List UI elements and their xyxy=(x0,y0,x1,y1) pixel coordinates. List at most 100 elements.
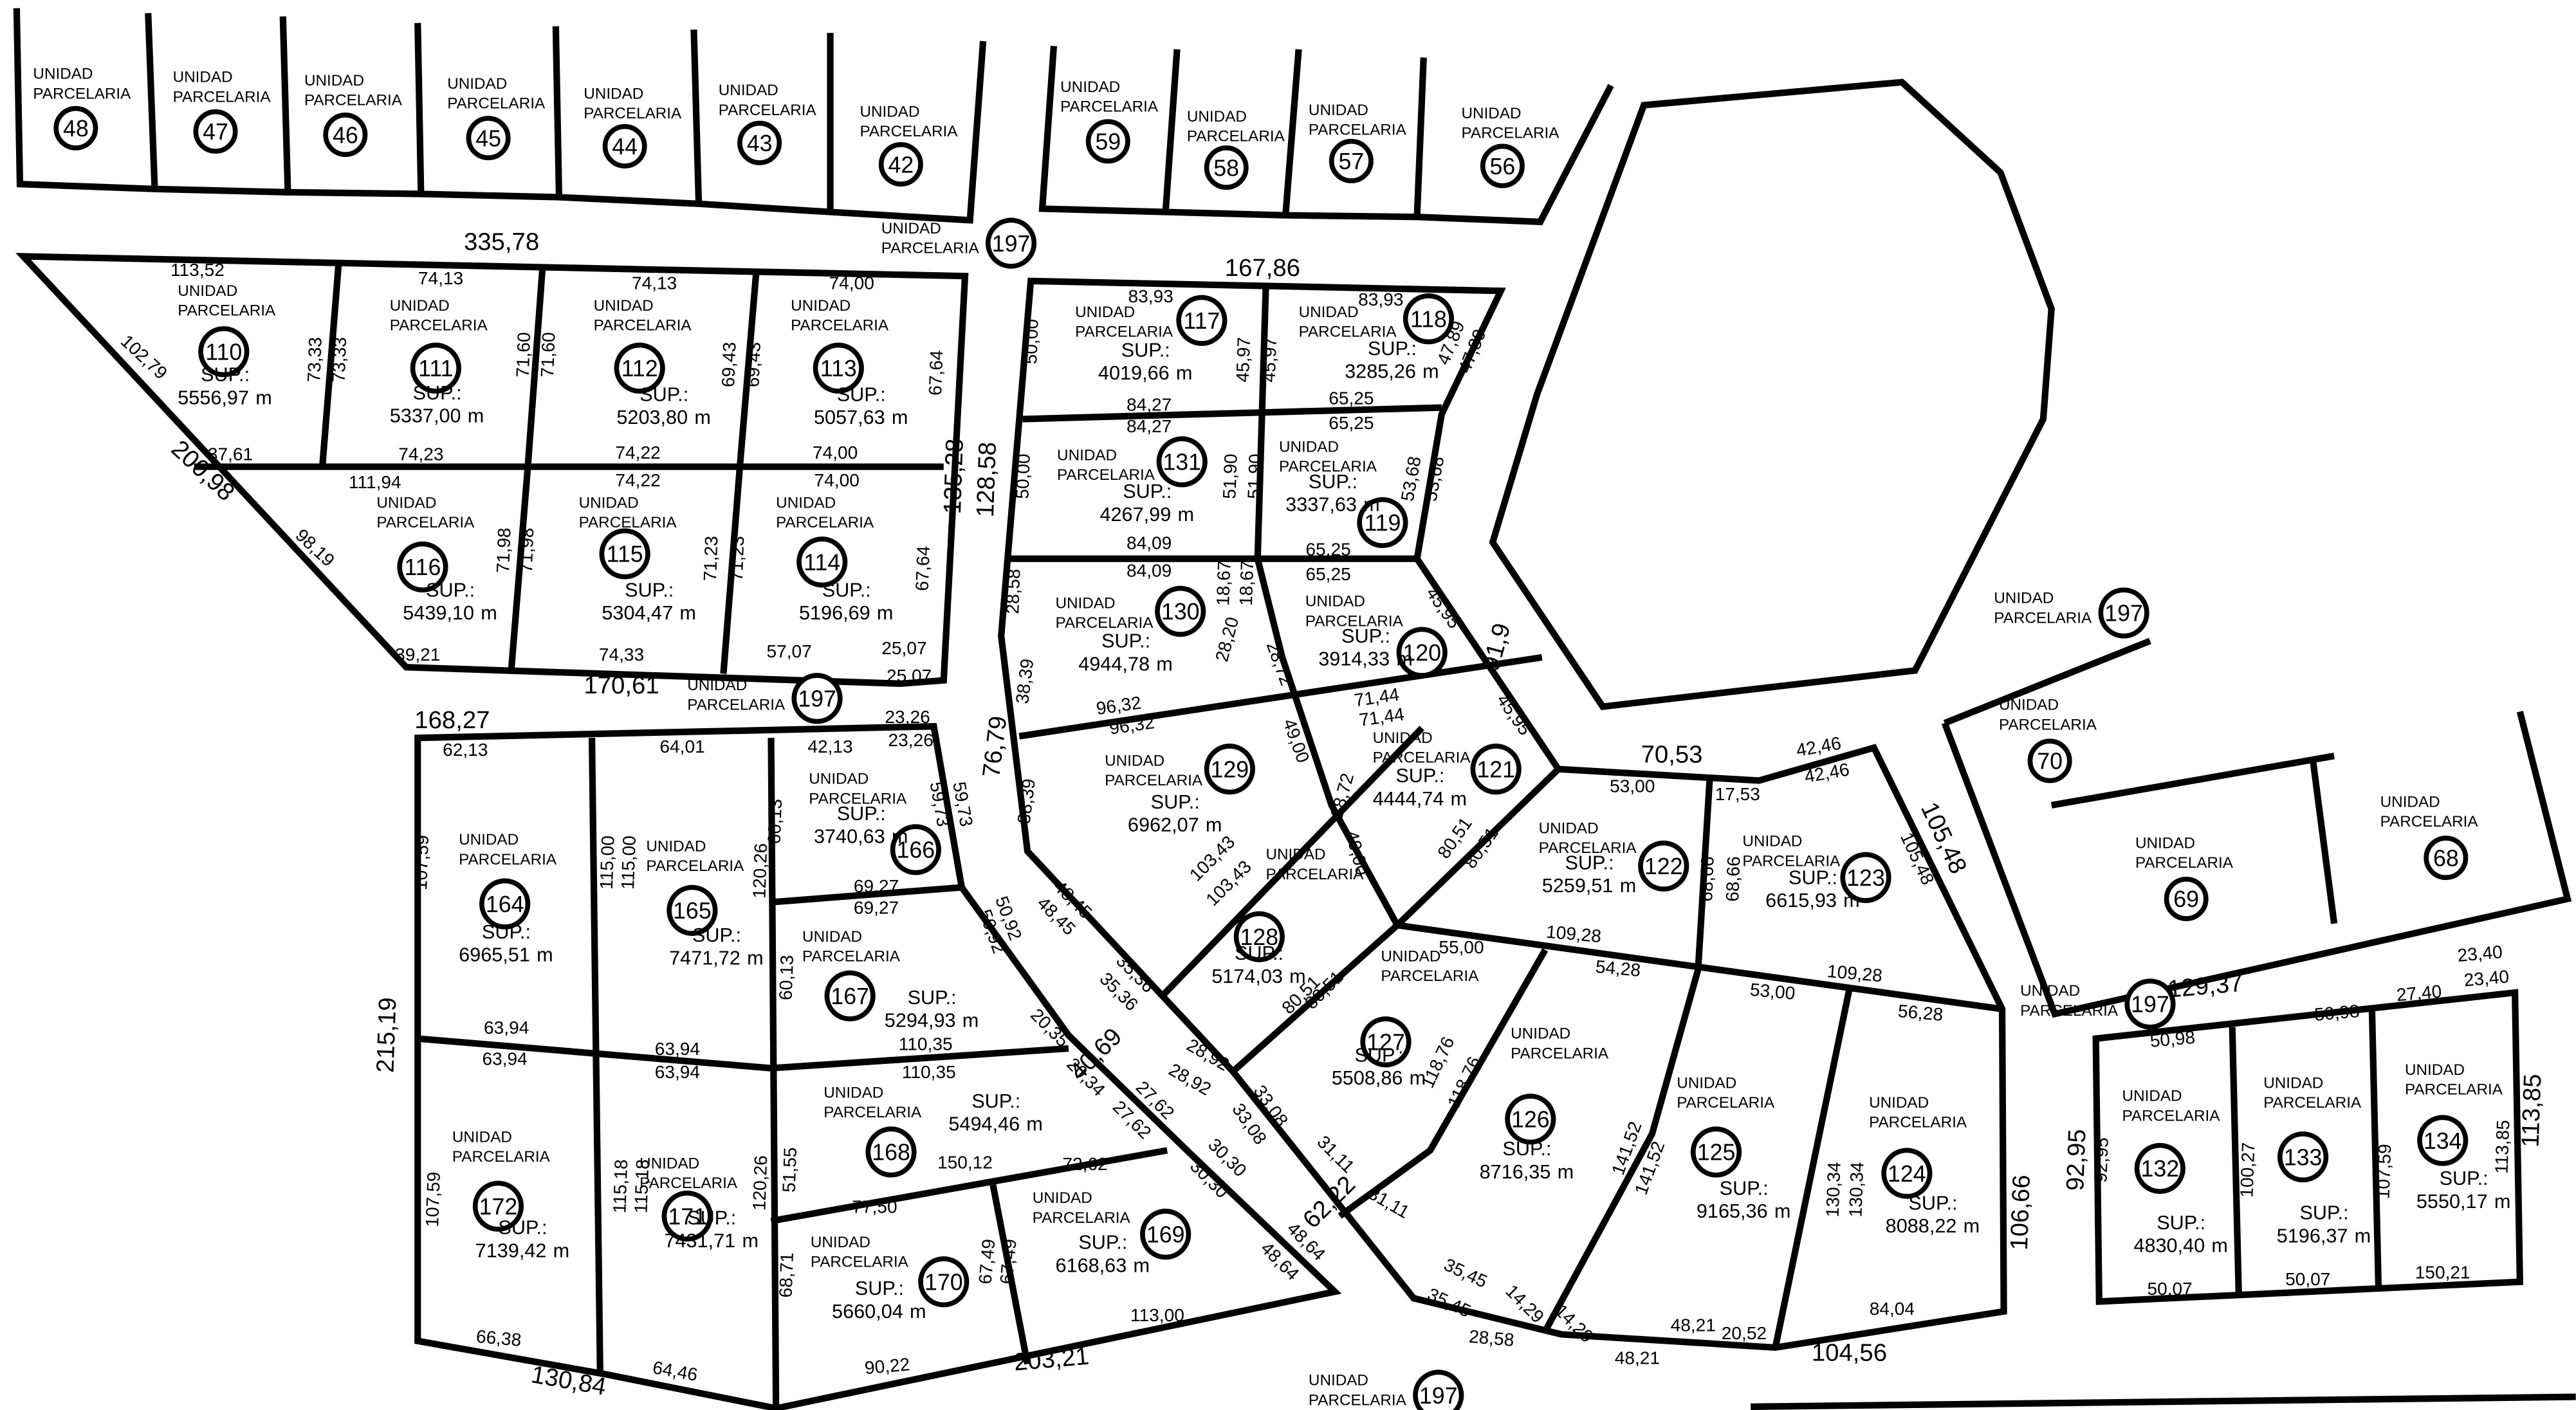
unit-number-circle xyxy=(1176,295,1228,346)
dimension-label: 109,28 xyxy=(1826,961,1883,985)
dimension-label: 50,07 xyxy=(2285,1269,2330,1289)
dimension-label: 23,26 xyxy=(888,730,934,750)
sup-unit: m xyxy=(1964,1215,1980,1237)
dimension-label: 53,00 xyxy=(1749,980,1796,1003)
sup-number: 7431,71 xyxy=(664,1230,735,1252)
dimension-label: 18,67 xyxy=(1236,560,1257,606)
unit-number: 130 xyxy=(1161,599,1200,625)
dimension-label: 69,27 xyxy=(854,876,899,896)
unit-label-line1: UNIDAD xyxy=(447,75,507,93)
unit-label-line2: PARCELARIA xyxy=(594,317,692,334)
dimension-label: 168,27 xyxy=(414,706,490,734)
unit-label-line1: UNIDAD xyxy=(1309,102,1368,119)
unit-number-circle xyxy=(1357,497,1408,549)
unit-number-circle xyxy=(1140,1209,1191,1260)
dimension-label: 111,94 xyxy=(349,472,401,492)
dimension-label: 84,27 xyxy=(1127,395,1172,415)
unit-number-circle xyxy=(602,124,647,169)
unit-label-line2: PARCELARIA xyxy=(1462,125,1560,142)
sup-number: 5057,63 xyxy=(814,407,885,428)
dimension-label: 54,28 xyxy=(1595,957,1642,980)
dimension-label: 70,53 xyxy=(1641,740,1703,768)
dimension-label: 23,26 xyxy=(885,707,930,727)
unit-label-line2: PARCELARIA xyxy=(809,790,907,807)
unit-label-line1: UNIDAD xyxy=(594,297,654,315)
unit-number: 131 xyxy=(1163,450,1201,475)
dimension-label: 76,79 xyxy=(977,715,1012,779)
dimension-label: 63,94 xyxy=(655,1062,700,1082)
unit-label-line1: UNIDAD xyxy=(811,1234,870,1251)
unit-number-circle xyxy=(2164,876,2209,921)
unit-number-circle xyxy=(2124,978,2176,1030)
dimension-label: 83,93 xyxy=(1128,286,1173,306)
unit-number-circle xyxy=(661,1190,713,1242)
dimension-label: 92,95 xyxy=(2061,1129,2091,1191)
unit-number-circle xyxy=(667,884,718,936)
unit-number: 116 xyxy=(404,554,441,580)
unit-number: 111 xyxy=(418,356,453,381)
sup-number: 5439,10 xyxy=(403,602,474,624)
unit-number: 123 xyxy=(1846,865,1885,891)
sup-unit: m xyxy=(892,826,908,848)
dimension-label: 104,56 xyxy=(1812,1339,1887,1366)
